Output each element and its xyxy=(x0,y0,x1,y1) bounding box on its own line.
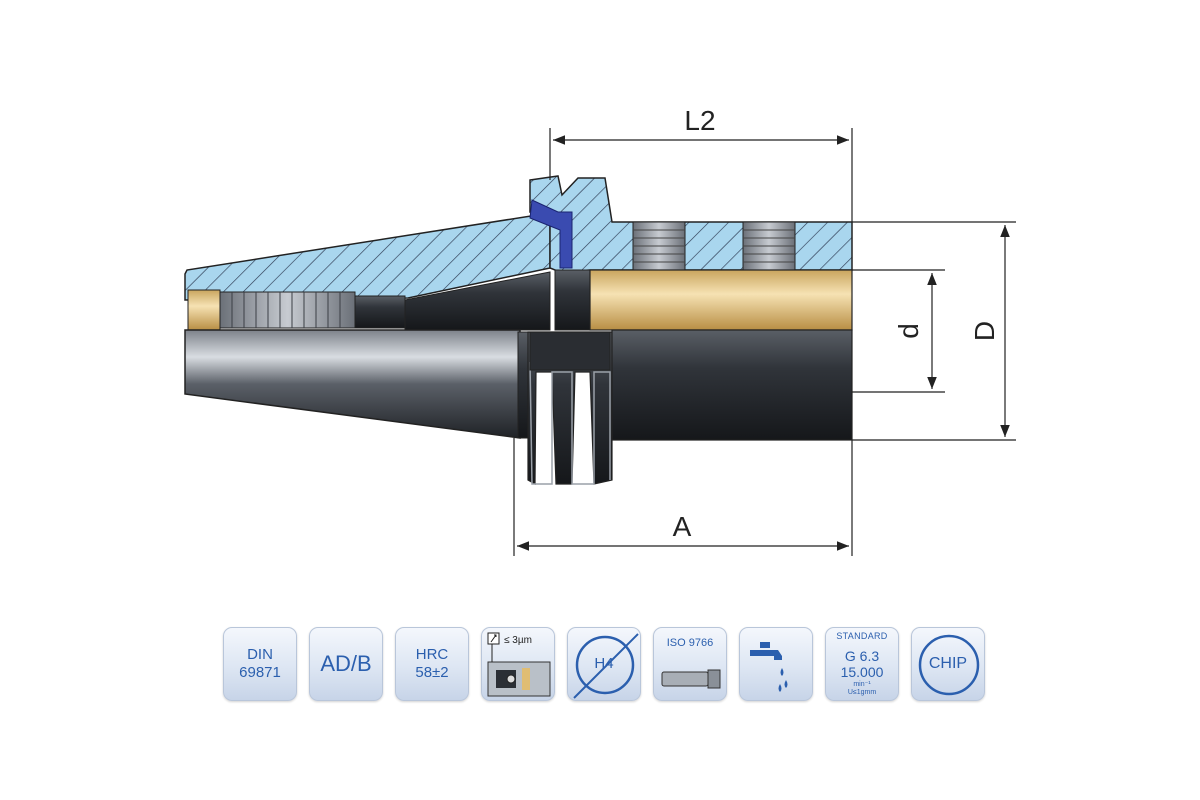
badge-balance-grade: G 6.3 xyxy=(844,648,880,664)
badge-hrc-line1: HRC xyxy=(415,646,449,663)
badge-balance: STANDARD G 6.3 15.000 min⁻¹ U≤1gmm xyxy=(825,627,899,701)
dimension-lines xyxy=(513,128,1016,556)
coolant-tap-icon xyxy=(750,642,788,692)
shank-icon xyxy=(661,669,721,689)
badge-balance-unit: min⁻¹ xyxy=(853,681,871,688)
badge-hrc: HRC 58±2 xyxy=(395,627,469,701)
tolerance-circle-icon xyxy=(573,633,639,699)
badge-hrc-line2: 58±2 xyxy=(415,664,449,681)
inner-bore xyxy=(187,269,853,331)
badge-iso-label: ISO 9766 xyxy=(666,637,714,649)
badge-balance-speed: 15.000 xyxy=(840,664,884,680)
badge-h4-label: H4 xyxy=(594,655,614,672)
badge-din-line1: DIN xyxy=(247,646,273,663)
badge-coolant xyxy=(739,627,813,701)
badge-runout-label: ≤ 3µm xyxy=(504,635,532,646)
badge-balance-note: U≤1gmm xyxy=(847,689,877,696)
body-lower-half xyxy=(184,329,853,486)
section-upper-half xyxy=(184,175,853,301)
dimension-label-d-small: d xyxy=(893,323,924,339)
badge-din-line2: 69871 xyxy=(239,664,281,681)
badge-adb-label: AD/B xyxy=(320,651,372,676)
badge-adb: AD/B xyxy=(309,627,383,701)
badge-h4: H4 xyxy=(567,627,641,701)
dimension-label-l2: L2 xyxy=(684,105,715,136)
dimension-label-a: A xyxy=(673,511,692,542)
badge-iso: ISO 9766 xyxy=(653,627,727,701)
dimension-label-d-big: D xyxy=(969,321,1000,341)
runout-icon xyxy=(487,632,551,697)
chip-circle-icon xyxy=(918,634,980,696)
badge-din: DIN 69871 xyxy=(223,627,297,701)
badge-balance-header: STANDARD xyxy=(836,631,888,641)
badge-chip-label: CHIP xyxy=(928,655,968,672)
badge-chip: CHIP xyxy=(911,627,985,701)
feature-badges: DIN 69871 AD/B HRC 58±2 ≤ 3µm H4 xyxy=(223,627,985,703)
badge-runout: ≤ 3µm xyxy=(481,627,555,701)
